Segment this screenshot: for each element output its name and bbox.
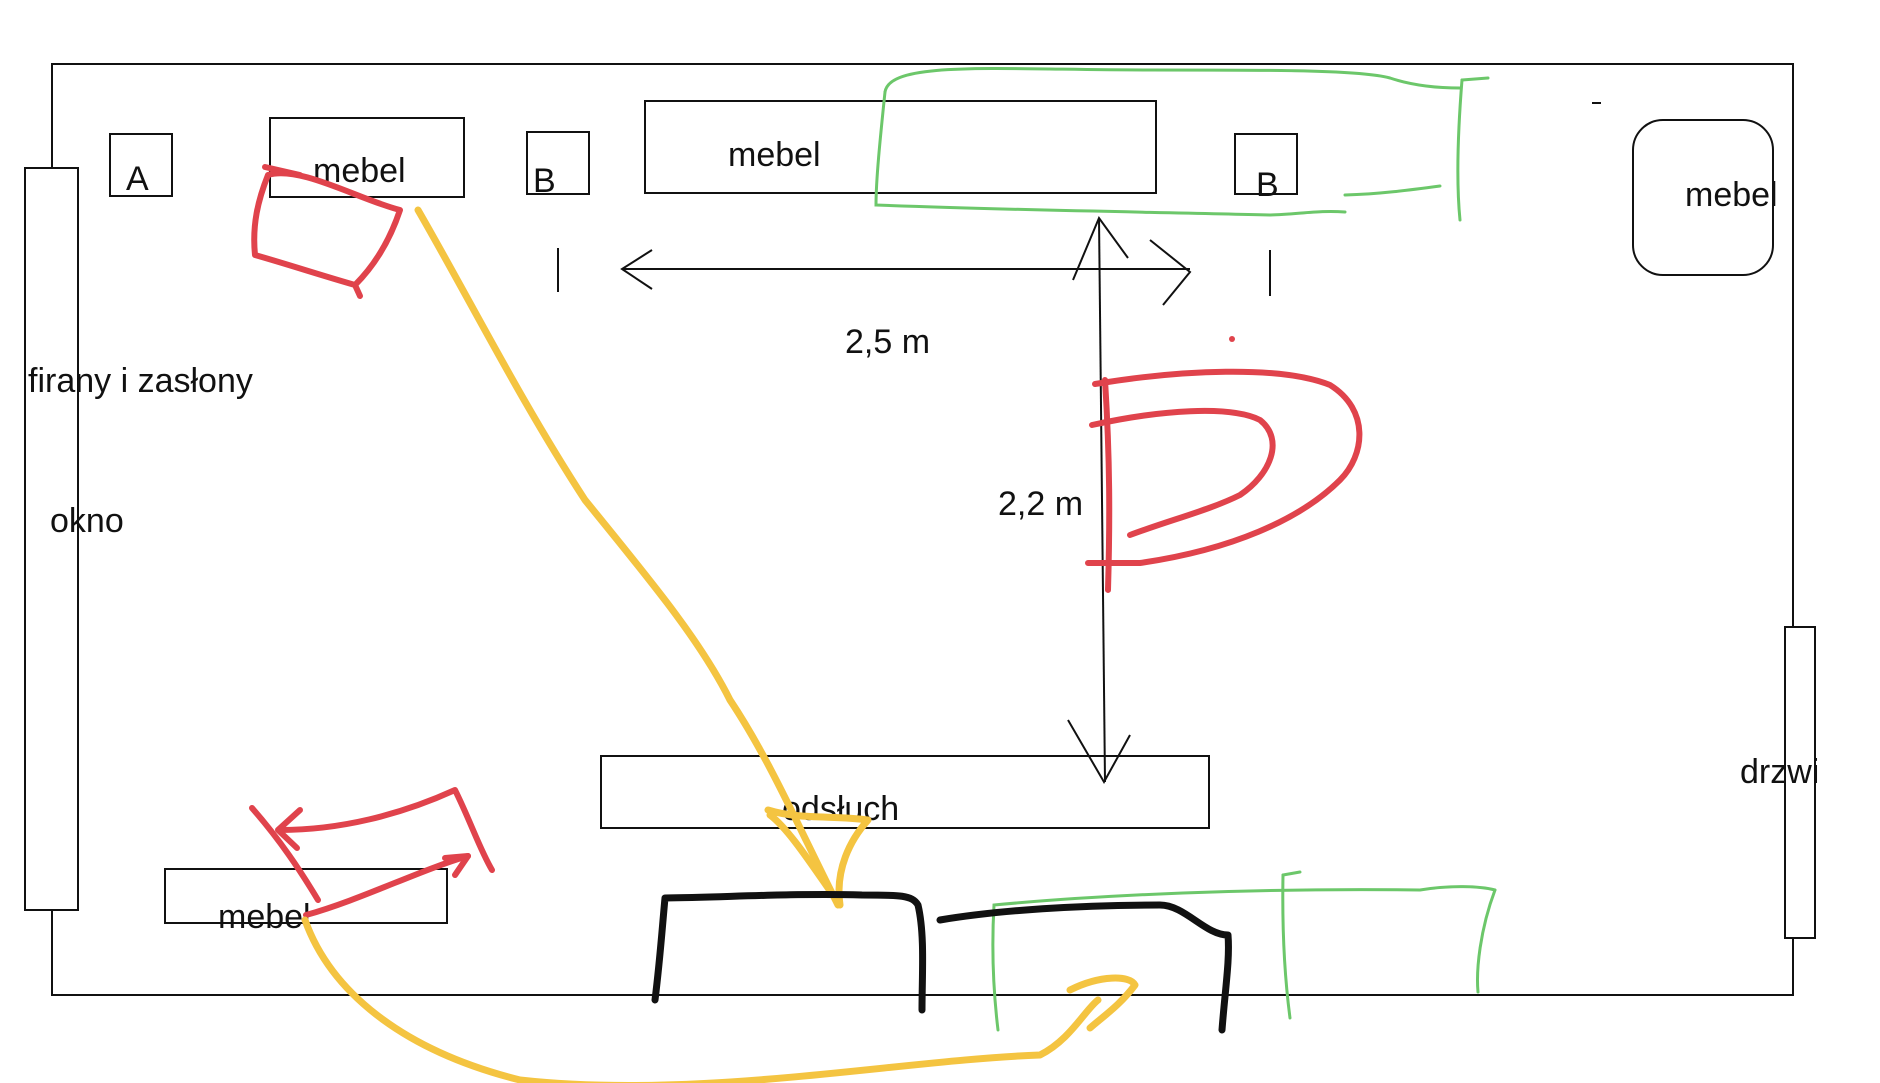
furniture-top-right-label: mebel <box>1685 176 1778 214</box>
width-dimension-label: 2,5 m <box>845 323 930 361</box>
listening-position-label: odsłuch <box>782 790 899 828</box>
curtains-label: firany i zasłony <box>28 362 253 400</box>
listening-position-box <box>600 755 1210 829</box>
speaker-a-label: A <box>126 160 149 198</box>
furniture-bottom-left-label: mebel <box>218 898 311 936</box>
depth-dimension-arrow <box>1067 215 1131 785</box>
black-marker-shape-left <box>651 890 927 1014</box>
door-label: drzwi <box>1740 753 1819 791</box>
speaker-b-right-box <box>1234 133 1298 195</box>
red-annotation-top-left <box>251 164 403 299</box>
room-outline <box>51 63 1794 996</box>
yellow-arrow-bottom-curve <box>301 916 1139 1083</box>
door-strip <box>1784 626 1816 939</box>
green-annotation-top <box>874 67 1490 222</box>
green-annotation-bottom <box>991 870 1497 1032</box>
depth-dimension-label: 2,2 m <box>998 485 1083 523</box>
furniture-top-right <box>1632 119 1774 276</box>
furniture-top-center-label: mebel <box>728 136 821 174</box>
red-annotation-bottom-left <box>249 787 495 918</box>
window-strip <box>24 167 79 911</box>
black-marker-shape-right <box>936 901 1232 1034</box>
width-dimension-arrow <box>557 239 1271 306</box>
speaker-b-left-box <box>526 131 590 195</box>
window-label: okno <box>50 502 124 540</box>
speaker-b-left-label: B <box>533 162 556 200</box>
yellow-arrow-to-listening <box>414 206 872 909</box>
furniture-top-center <box>644 100 1157 194</box>
red-annotation-d-shape <box>1085 336 1363 593</box>
speaker-a-box <box>109 133 173 197</box>
speaker-b-right-label: B <box>1256 166 1279 204</box>
